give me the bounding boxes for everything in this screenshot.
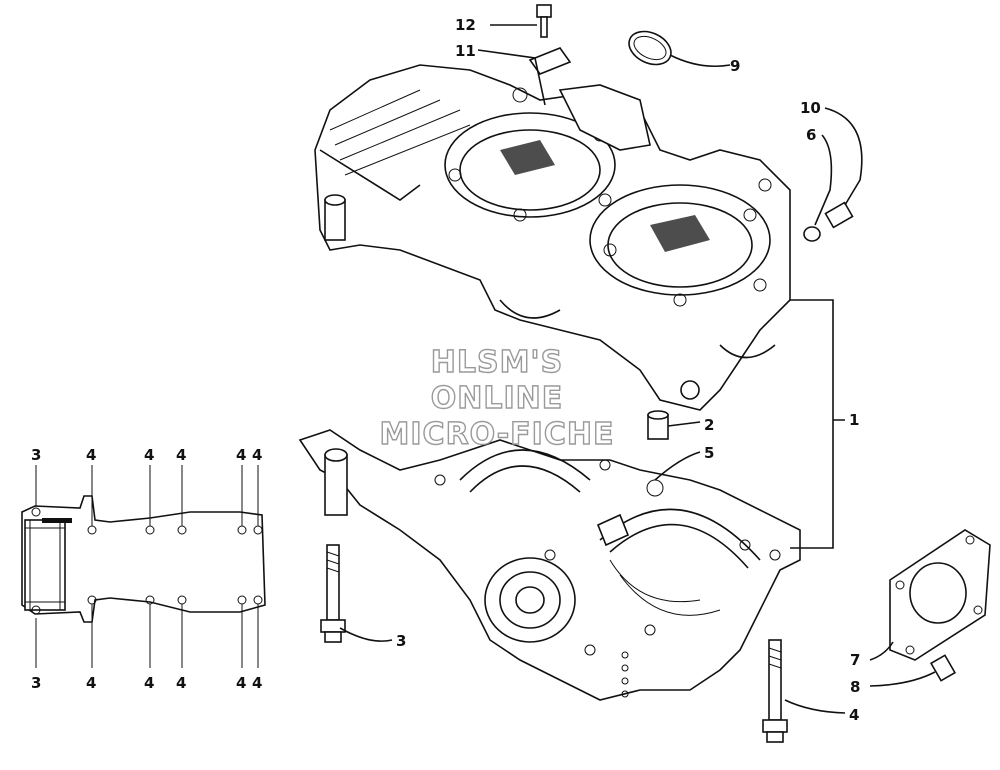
pattern-label-top: 4	[86, 446, 96, 464]
watermark-line-3: MICRO-FICHE	[380, 417, 615, 452]
part-2-dowel	[647, 410, 669, 440]
part-8-bolt	[929, 654, 957, 682]
part-12-bolt	[536, 4, 552, 38]
callout-8: 8	[850, 678, 860, 696]
pattern-label-left-bottom: 3	[31, 674, 41, 692]
part-9-clamp	[628, 30, 672, 66]
callout-11: 11	[455, 42, 476, 60]
pattern-label-bottom: 4	[86, 674, 96, 692]
watermark-line-2: ONLINE	[431, 381, 564, 416]
callout-7: 7	[850, 651, 860, 669]
callout-5: 5	[704, 444, 714, 462]
callout-6: 6	[806, 126, 816, 144]
torque-pattern-labels: 3 3 4 4 4 4 4 4 4 4 4 4	[31, 446, 262, 692]
callout-labels: 12 11 9 10 6 1 2 5 3 7 8 4	[396, 16, 860, 724]
pattern-label-top: 4	[236, 446, 246, 464]
callout-3: 3	[396, 632, 406, 650]
watermark: HLSM'S ONLINE MICRO-FICHE	[379, 344, 615, 452]
part-6-washer	[803, 226, 821, 242]
callout-2: 2	[704, 416, 714, 434]
pattern-label-bottom: 4	[252, 674, 262, 692]
watermark-line-1: HLSM'S	[431, 345, 563, 380]
part-10-plug	[824, 201, 854, 229]
callout-9: 9	[730, 57, 740, 75]
callout-4: 4	[849, 706, 859, 724]
part-4-bolt	[762, 639, 788, 743]
pattern-label-top: 4	[252, 446, 262, 464]
pattern-label-top: 4	[176, 446, 186, 464]
pattern-label-bottom: 4	[176, 674, 186, 692]
leader-lines	[339, 24, 936, 714]
pattern-label-left-top: 3	[31, 446, 41, 464]
pattern-label-bottom: 4	[144, 674, 154, 692]
torque-pattern-diagram	[21, 465, 266, 668]
callout-10: 10	[800, 99, 821, 117]
upper-crankcase	[314, 64, 791, 411]
pattern-label-top: 4	[144, 446, 154, 464]
callout-1: 1	[849, 411, 859, 429]
part-3-bolt	[320, 544, 346, 643]
pattern-label-bottom: 4	[236, 674, 246, 692]
callout-12: 12	[455, 16, 476, 34]
lower-crankcase	[298, 429, 801, 701]
part-7-gasket	[889, 529, 991, 661]
